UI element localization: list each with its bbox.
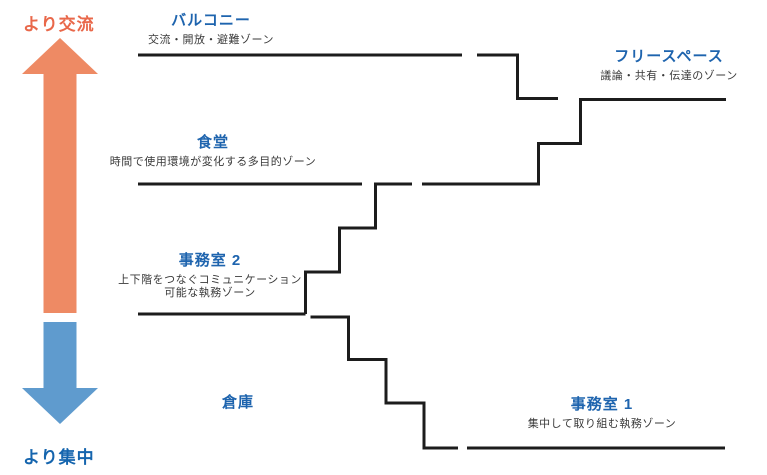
zone-title: 事務室 2 [178, 252, 242, 269]
up-arrow-head [22, 38, 98, 74]
zone-free-space: フリースペース 議論・共有・伝達のゾーン [569, 48, 767, 83]
stairs-office2-to-office1 [310, 315, 458, 450]
down-arrow-shaft [43, 322, 77, 389]
zone-warehouse: 倉庫 [188, 394, 288, 412]
stairs-cafeteria-to-office2 [304, 182, 412, 314]
zone-description: 集中して取り組む執務ゾーン [527, 418, 677, 430]
zone-description: 時間で使用環境が変化する多目的ゾーン [109, 156, 317, 168]
zone-description: 議論・共有・伝達のゾーン [600, 70, 738, 82]
zone-balcony: バルコニー 交流・開放・避難ゾーン [111, 12, 311, 47]
zone-title: バルコニー [171, 12, 251, 29]
zone-office-1: 事務室 1 集中して取り組む執務ゾーン [497, 396, 707, 431]
zone-description-line-1: 上下階をつなぐコミュニケーション [118, 274, 302, 286]
down-arrow-head [22, 388, 98, 424]
zone-office-2: 事務室 2 上下階をつなぐコミュニケーション 可能な執務ゾーン [97, 252, 323, 300]
zone-description: 上下階をつなぐコミュニケーション 可能な執務ゾーン [97, 274, 323, 300]
zone-description: 交流・開放・避難ゾーン [148, 34, 274, 46]
zone-title: 事務室 1 [570, 396, 634, 413]
zone-title: 食堂 [196, 134, 229, 151]
down-arrow-icon [22, 322, 98, 424]
zone-title: 倉庫 [221, 394, 254, 411]
zone-cafeteria: 食堂 時間で使用環境が変化する多目的ゾーン [98, 134, 328, 169]
axis-label-more-concentration: より集中 [23, 448, 95, 467]
zone-description-line-2: 可能な執務ゾーン [164, 287, 256, 299]
step-balcony-to-freespace [477, 53, 558, 100]
zone-title: フリースペース [614, 48, 724, 65]
floor-line-freespace [422, 98, 726, 186]
axis-label-more-interaction: より交流 [23, 15, 95, 34]
up-arrow-icon [22, 38, 98, 313]
up-arrow-shaft [43, 72, 77, 313]
